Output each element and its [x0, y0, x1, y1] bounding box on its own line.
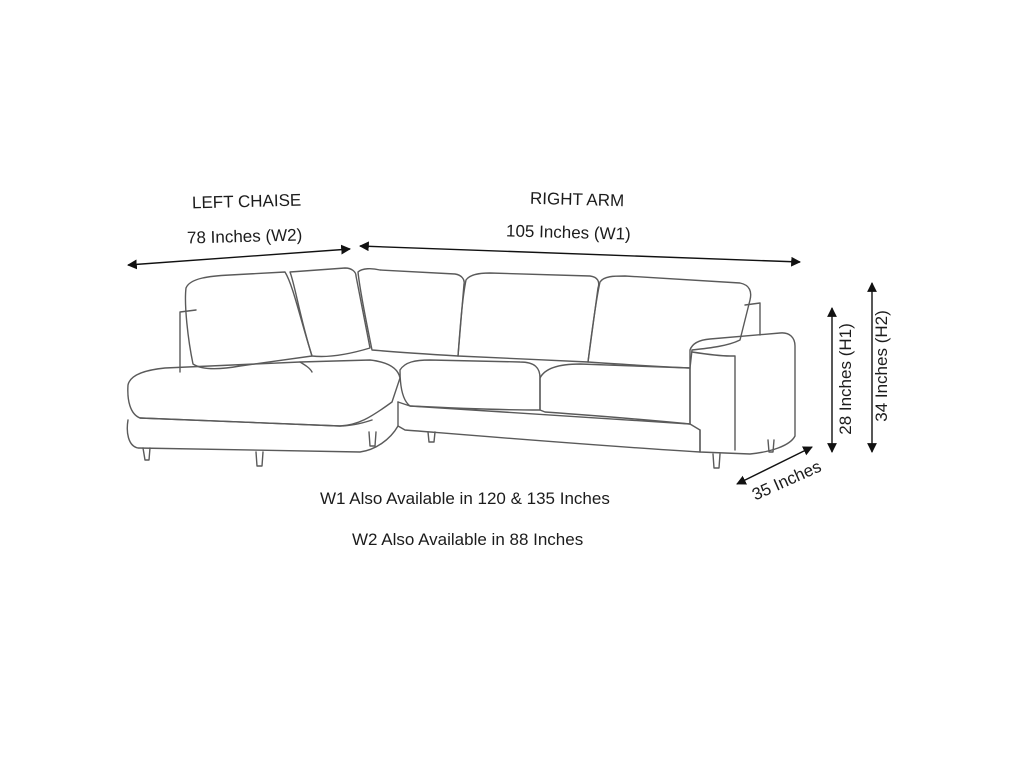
main-base: [397, 401, 701, 453]
right-arm-inner: [691, 351, 736, 451]
back-cushion-1: [184, 271, 313, 370]
chaise-seat: [127, 359, 401, 427]
back-cushion-2: [289, 267, 371, 358]
w2-arrow: [127, 244, 351, 270]
leg-4: [427, 431, 436, 443]
w1-dimension-label: 105 Inches (W1): [505, 221, 631, 244]
back-cushion-3: [357, 267, 465, 357]
chaise-seat-seam: [299, 361, 313, 373]
w2-dimension-label: 78 Inches (W2): [186, 225, 303, 248]
seat-cushion-2: [539, 363, 691, 425]
leg-1: [142, 447, 151, 461]
right-arm: [689, 332, 796, 455]
right-arm-label: RIGHT ARM: [529, 188, 625, 211]
leg-3: [368, 431, 377, 447]
sofa-back-frame: [179, 302, 761, 373]
w1-availability-note: W1 Also Available in 120 & 135 Inches: [320, 489, 610, 508]
back-cushion-5: [587, 275, 752, 369]
left-chaise-label: LEFT CHAISE: [191, 190, 302, 213]
leg-2: [255, 451, 264, 467]
chaise-base: [126, 401, 399, 453]
chaise-base-top: [139, 417, 373, 427]
h2-dimension-label: 34 Inches (H2): [871, 310, 891, 422]
seat-cushion-1: [399, 359, 541, 411]
w2-availability-note: W2 Also Available in 88 Inches: [352, 530, 584, 549]
w1-arrow: [359, 241, 801, 267]
back-cushion-4: [457, 272, 600, 363]
leg-5: [712, 453, 721, 469]
depth-arrow: [736, 446, 813, 485]
h1-dimension-label: 28 Inches (H1): [835, 323, 855, 435]
